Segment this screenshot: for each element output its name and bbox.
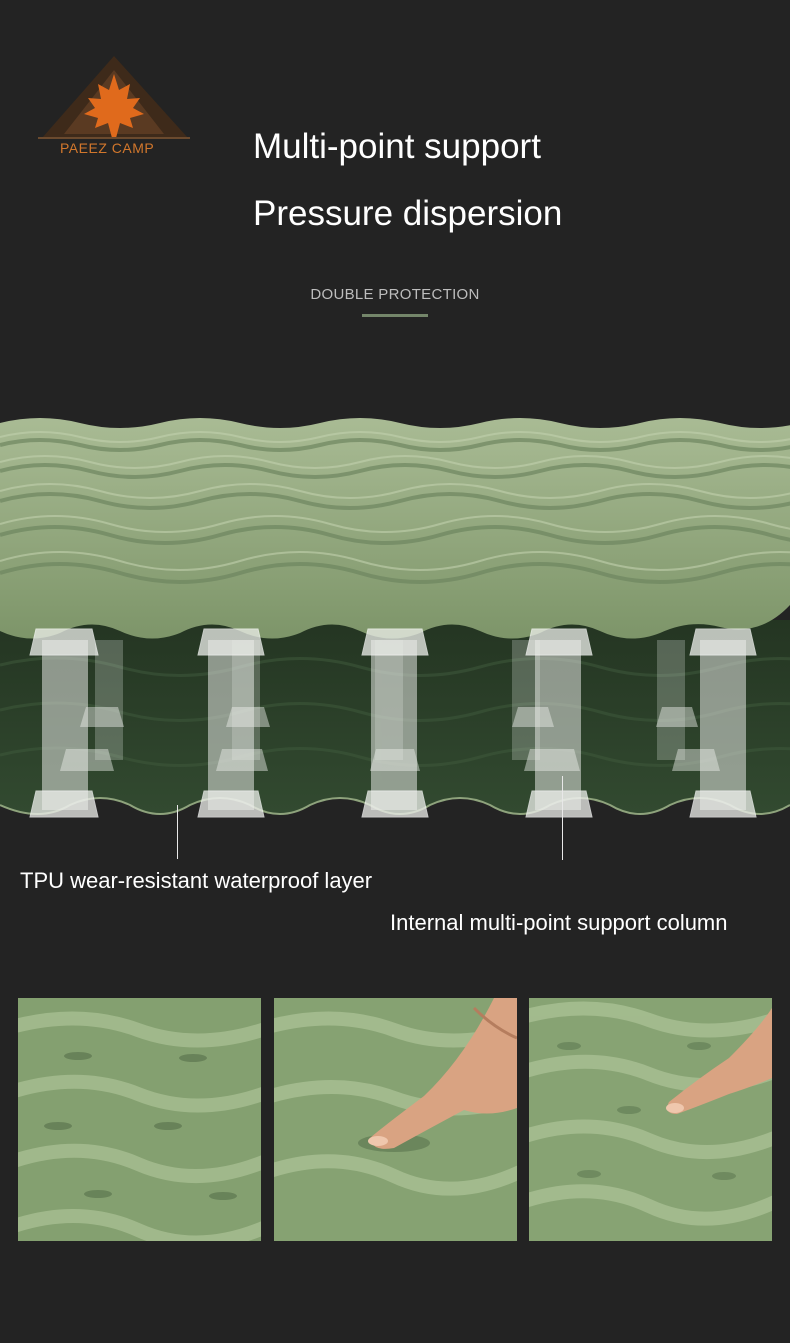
support-column-label: Internal multi-point support column: [390, 910, 728, 935]
headline-line-2: Pressure dispersion: [253, 194, 563, 233]
mattress-cutaway-illustration: [0, 405, 790, 830]
subheading: DOUBLE PROTECTION: [310, 286, 480, 303]
brand-name: PAEEZ CAMP: [60, 140, 155, 156]
maple-leaf-tent-icon: [38, 56, 190, 139]
tpu-layer-label: TPU wear-resistant waterproof layer: [20, 868, 373, 893]
mat-surface-photo: [18, 998, 261, 1241]
accent-divider: [362, 314, 428, 317]
support-column-leader-line: [562, 776, 563, 860]
finger-press-photo: [274, 998, 517, 1241]
tpu-layer-leader-line: [177, 805, 178, 859]
brand-logo: [36, 52, 192, 160]
headline-line-1: Multi-point support: [253, 127, 541, 166]
finger-touch-photo: [529, 998, 772, 1241]
